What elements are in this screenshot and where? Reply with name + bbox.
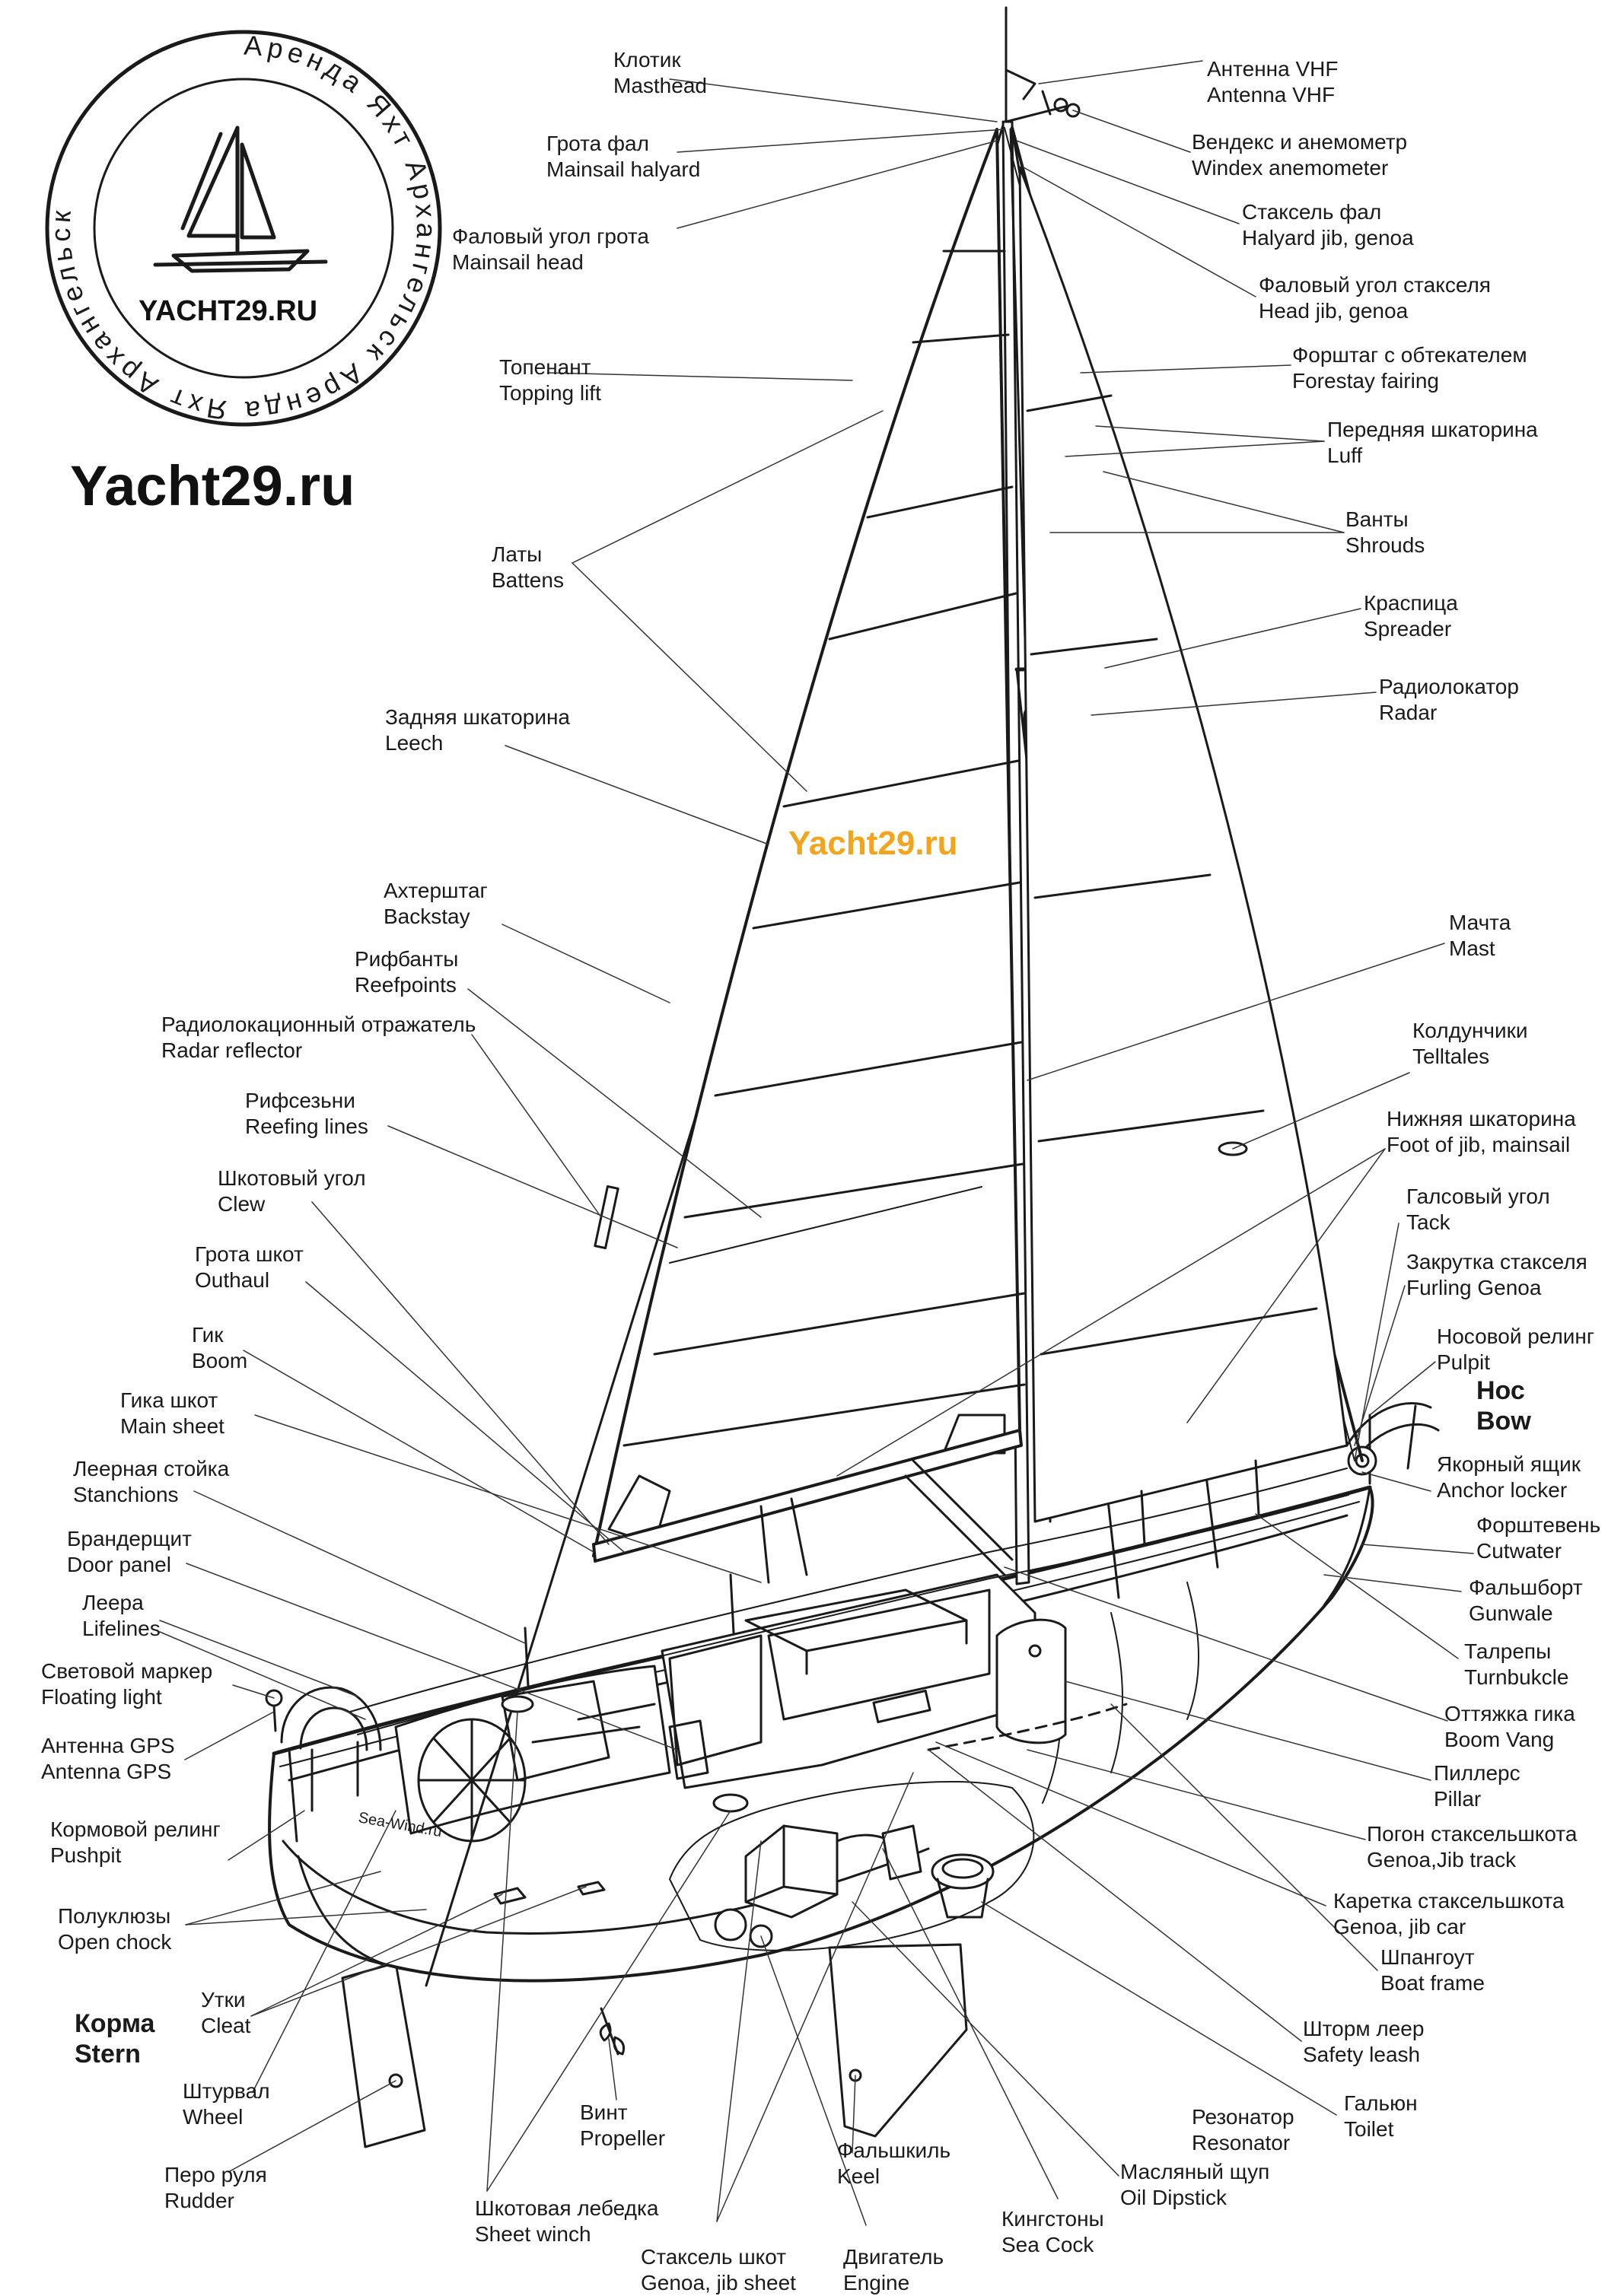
windex (1005, 90, 1081, 123)
engine (714, 1824, 915, 1948)
boom-vang (904, 1459, 1014, 1576)
stanchions (524, 1459, 1260, 1687)
lifelines (349, 1468, 1349, 1735)
antenna-vhf (1005, 59, 1036, 116)
mainsail (592, 128, 1026, 1557)
brand-title[interactable]: Yacht29.ru (70, 454, 355, 517)
main-sheet (759, 1497, 808, 1584)
cleat (493, 1881, 606, 1905)
logo-stamp: Аренда Яхт Архангельск Аренда Яхт Арханг… (45, 30, 442, 427)
toilet (931, 1853, 995, 1919)
genoa (1018, 166, 1348, 1523)
watermark: Yacht29.ru (788, 825, 958, 862)
keel (828, 1943, 968, 2138)
pillar (995, 1618, 1067, 1744)
propeller (599, 2007, 626, 2056)
logo-site-text: YACHT29.RU (139, 295, 318, 327)
leader-lines (159, 60, 1474, 2226)
logo-sailboat-icon (153, 126, 328, 273)
resonator (881, 1824, 922, 1881)
cockpit (394, 1665, 671, 1835)
pulpit (1345, 1401, 1440, 1485)
genoa-track (927, 1703, 1128, 1751)
rudder (341, 1961, 426, 2148)
